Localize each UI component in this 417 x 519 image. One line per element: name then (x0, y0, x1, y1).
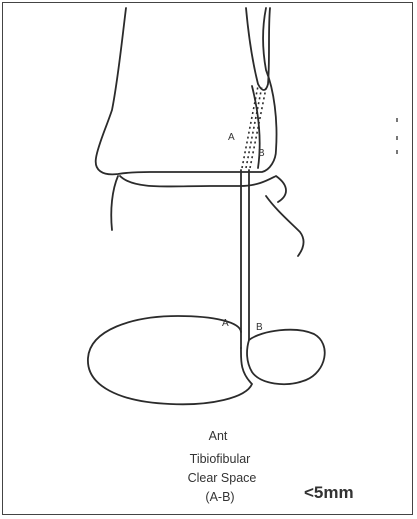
medial-malleolus-line (111, 176, 118, 230)
tibia-cross-section (88, 316, 252, 404)
caption-line-4: (A-B) (205, 490, 234, 504)
talus-dome (120, 176, 286, 202)
label-upper-b: B (258, 148, 265, 159)
edge-mark-2 (396, 136, 398, 140)
caption-line-1: Ant (209, 429, 228, 443)
fibula-outline (246, 8, 270, 90)
caption-line-3: Clear Space (188, 471, 257, 485)
edge-mark-1 (396, 118, 398, 122)
lateral-malleolus-line (266, 196, 304, 256)
threshold-value: <5mm (304, 483, 354, 502)
dotted-line-1 (242, 86, 258, 168)
label-lower-b: B (256, 322, 263, 333)
caption-line-2: Tibiofibular (190, 452, 251, 466)
label-lower-a: A (222, 318, 229, 329)
label-upper-a: A (228, 132, 235, 143)
edge-mark-3 (396, 150, 398, 154)
fibula-cross-section (247, 330, 325, 384)
